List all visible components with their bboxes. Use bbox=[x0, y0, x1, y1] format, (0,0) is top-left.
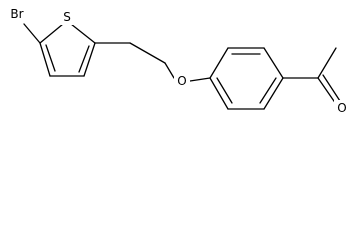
atom-label-s: S bbox=[60, 9, 74, 25]
benzene-ring bbox=[209, 47, 284, 110]
atom-label-o-ether: O bbox=[174, 73, 190, 89]
bromine-label: Br bbox=[10, 7, 23, 21]
bond-carbonyl-o bbox=[317, 77, 337, 105]
ether-oxygen-label: O bbox=[177, 74, 186, 88]
bond-c5-s bbox=[39, 23, 64, 44]
bond-ar-1 bbox=[209, 47, 229, 79]
atom-label-br: Br bbox=[6, 6, 30, 22]
sulfur-label: S bbox=[63, 10, 71, 24]
bond-ar-3 bbox=[263, 47, 284, 79]
carbonyl-oxygen-label: O bbox=[337, 101, 346, 115]
bond-c2-c3 bbox=[83, 42, 96, 77]
bond-carbonyl-o-double bbox=[322, 74, 341, 102]
bond-c4-c5-double bbox=[45, 44, 56, 72]
bond-c4-c5 bbox=[39, 42, 51, 77]
bond-carbonyl-methyl bbox=[317, 47, 337, 79]
bond-ar-6-double bbox=[216, 77, 233, 104]
atom-label-o-carbonyl: O bbox=[334, 100, 350, 116]
bond-c5-br bbox=[23, 23, 41, 44]
bond-c3-c3-double bbox=[78, 45, 90, 73]
bond-c-o-ether bbox=[164, 62, 175, 79]
bond-o-aryl bbox=[189, 77, 211, 82]
bond-ch2-c bbox=[129, 42, 166, 64]
bond-ar-4-double bbox=[259, 77, 277, 104]
structure-diagram: Br S O O bbox=[6, 6, 350, 116]
bond-ar-6 bbox=[209, 77, 229, 110]
bond-s-c2 bbox=[70, 23, 96, 44]
bond-ar-4 bbox=[263, 77, 284, 110]
thiophene-ring bbox=[39, 23, 96, 77]
